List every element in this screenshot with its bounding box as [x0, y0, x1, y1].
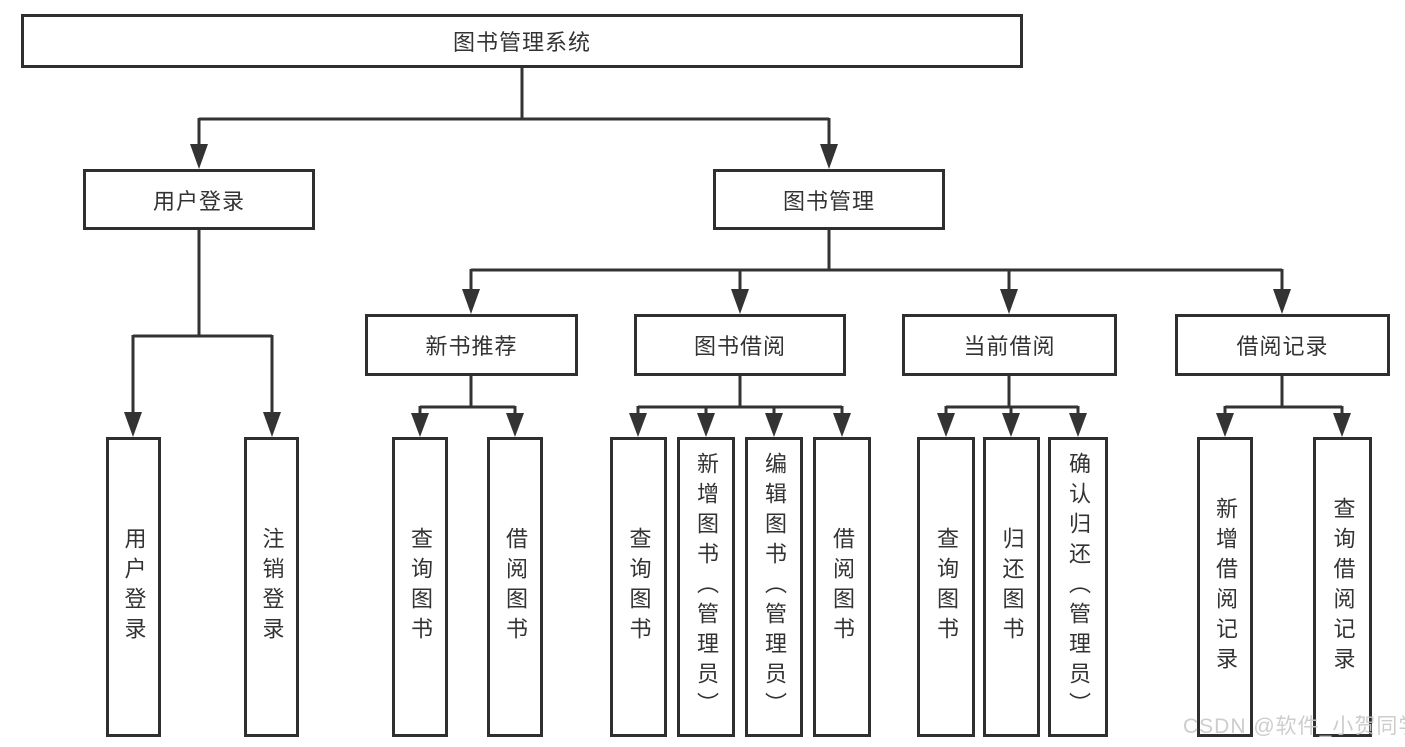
- node-borrow-records: 借阅记录: [1175, 314, 1390, 376]
- arrowheads-records-leaves: [1216, 413, 1351, 437]
- node-current-borrow: 当前借阅: [902, 314, 1117, 376]
- arrowheads-level2: [190, 144, 838, 169]
- arrowheads-current-leaves: [937, 413, 1087, 437]
- node-new-book-recommend: 新书推荐: [365, 314, 578, 376]
- arrowheads-recommend-leaves: [411, 413, 524, 437]
- connector-recommend-to-leaves: [418, 376, 517, 415]
- watermark: CSDN @软件_小贺同学: [1183, 715, 1405, 738]
- leaf-query-borrow-record: 查询借阅记录: [1313, 437, 1372, 737]
- arrowheads-level3: [462, 289, 1291, 314]
- leaf-query-books-current: 查询图书: [917, 437, 975, 737]
- leaf-user-login: 用户登录: [106, 437, 161, 737]
- connector-root-to-level2: [197, 68, 831, 146]
- connector-current-to-leaves: [944, 376, 1080, 415]
- connector-borrow-to-leaves: [636, 376, 844, 415]
- connector-records-to-leaves: [1223, 376, 1344, 415]
- node-root: 图书管理系统: [21, 14, 1023, 68]
- connector-bookmgmt-to-level3: [469, 230, 1284, 291]
- leaf-query-books-borrow: 查询图书: [610, 437, 667, 737]
- leaf-edit-book-admin: 编辑图书（管理员）: [745, 437, 803, 737]
- leaf-add-borrow-record: 新增借阅记录: [1197, 437, 1253, 737]
- leaf-add-book-admin: 新增图书（管理员）: [677, 437, 735, 737]
- connector-userlogin-to-leaves: [131, 230, 274, 414]
- node-book-borrow: 图书借阅: [634, 314, 846, 376]
- leaf-borrow-books-borrow: 借阅图书: [813, 437, 871, 737]
- node-user-login: 用户登录: [83, 169, 315, 230]
- leaf-borrow-books-recommend: 借阅图书: [487, 437, 543, 737]
- leaf-confirm-return-admin: 确认归还（管理员）: [1048, 437, 1108, 737]
- node-book-management: 图书管理: [713, 169, 945, 230]
- leaf-query-books-recommend: 查询图书: [392, 437, 448, 737]
- arrowheads-borrow-leaves: [629, 413, 851, 437]
- arrowheads-userlogin-leaves: [124, 412, 281, 437]
- leaf-logout: 注销登录: [244, 437, 299, 737]
- leaf-return-book: 归还图书: [983, 437, 1040, 737]
